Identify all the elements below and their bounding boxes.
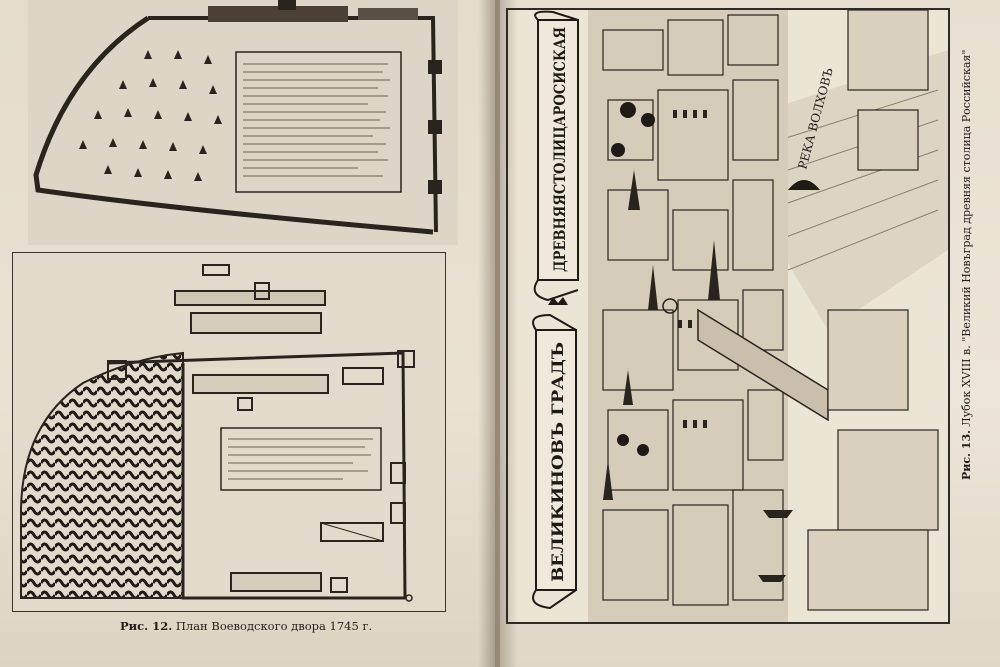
book-gutter-shadow bbox=[478, 0, 518, 667]
voevoda-court-plan bbox=[12, 252, 446, 612]
voevoda-court-plan-drawing bbox=[20, 264, 415, 602]
figure-12-text: План Воеводского двора 1745 г. bbox=[175, 619, 373, 633]
lubok-engraving: ДРЕВНЯЯСТОЛИЦАРОСИСКАЯ ВЕЛИКИНОВЪ ГРАДЪ … bbox=[506, 8, 950, 624]
figure-12-label: Рис. 12. bbox=[120, 619, 173, 633]
figure-13-text: Лубок XVIII в. "Великий Новъград древняя… bbox=[960, 49, 973, 427]
fortress-plan-top bbox=[28, 0, 458, 245]
figure-13-label: Рис. 13. bbox=[960, 430, 973, 480]
banner-top-text: ДРЕВНЯЯСТОЛИЦАРОСИСКАЯ bbox=[550, 27, 569, 272]
figure-13-caption: Рис. 13. Лубок XVIII в. "Великий Новъгра… bbox=[960, 50, 973, 480]
fortress-plan-top-drawing bbox=[33, 0, 442, 235]
banner-bottom-text: ВЕЛИКИНОВЪ ГРАДЪ bbox=[548, 342, 567, 582]
figure-12-caption: Рис. 12. План Воеводского двора 1745 г. bbox=[120, 619, 420, 639]
lubok-engraving-drawing: ДРЕВНЯЯСТОЛИЦАРОСИСКАЯ ВЕЛИКИНОВЪ ГРАДЪ … bbox=[508, 10, 948, 622]
